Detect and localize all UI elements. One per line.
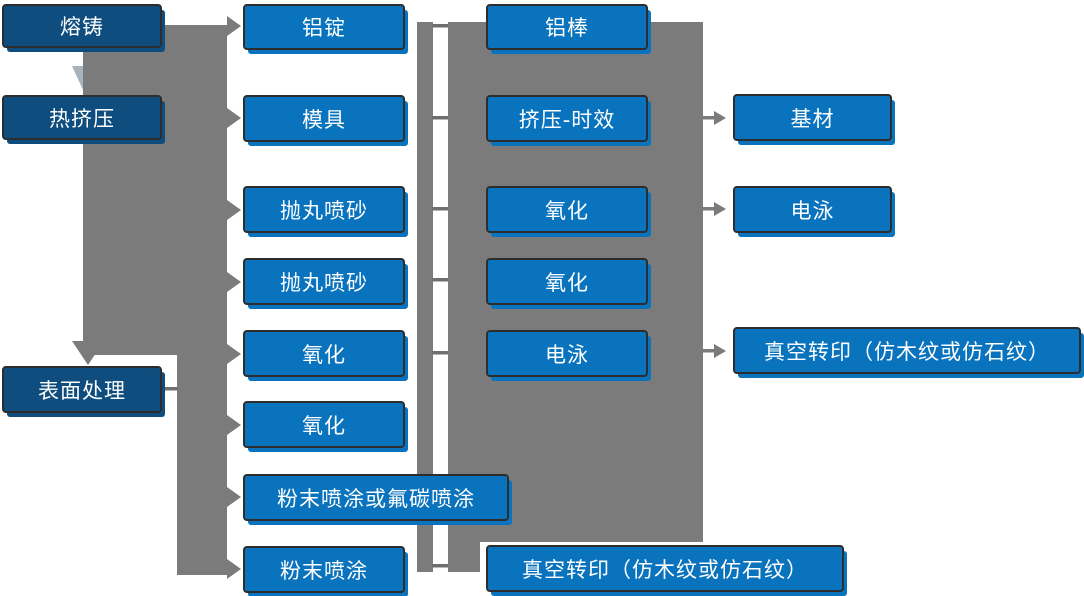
- node-zhenkong-zhuanyin-bottom: 真空转印（仿木纹或仿石纹）: [486, 545, 844, 592]
- down-arrow-icon: [72, 341, 104, 365]
- connector-line: [432, 351, 449, 355]
- node-moju: 模具: [243, 95, 405, 142]
- right-arrow-icon: [227, 344, 241, 364]
- right-arrow-icon: [227, 200, 241, 220]
- connector-line: [703, 349, 714, 353]
- connector-line: [432, 116, 449, 120]
- node-yanghua-3: 氧化: [486, 186, 648, 233]
- connector-line: [703, 207, 714, 211]
- node-dianyong-1: 电泳: [486, 330, 648, 377]
- node-biaomianchuli: 表面处理: [2, 366, 162, 413]
- right-arrow-icon: [227, 108, 241, 128]
- node-dianyong-2: 电泳: [733, 186, 892, 233]
- right-arrow-icon: [714, 111, 726, 125]
- node-fenmo-futan: 粉末喷涂或氟碳喷涂: [243, 474, 509, 521]
- right-arrow-icon: [227, 559, 241, 579]
- connector-line: [432, 24, 449, 28]
- node-lvbang: 铝棒: [486, 4, 648, 50]
- node-jicai: 基材: [733, 94, 892, 141]
- connector-line: [703, 116, 714, 120]
- node-yanghua-4: 氧化: [486, 258, 648, 305]
- node-zhenkong-zhuanyin-right: 真空转印（仿木纹或仿石纹）: [733, 327, 1081, 374]
- node-rejiya: 热挤压: [2, 95, 162, 140]
- node-yanghua-1: 氧化: [243, 330, 405, 377]
- right-arrow-icon: [227, 16, 241, 36]
- connector-line: [432, 207, 449, 211]
- right-arrow-icon: [227, 415, 241, 435]
- center-block-foot: [448, 542, 480, 572]
- node-paowan-2: 抛丸喷砂: [243, 258, 405, 305]
- node-paowan-1: 抛丸喷砂: [243, 186, 405, 233]
- right-arrow-icon: [227, 272, 241, 292]
- node-rongzhu: 熔铸: [2, 4, 162, 48]
- right-arrow-icon: [714, 202, 726, 216]
- connector-line: [160, 387, 178, 391]
- node-lvding: 铝锭: [243, 4, 405, 50]
- left-band: [163, 25, 227, 355]
- right-arrow-icon: [227, 487, 241, 507]
- connector-line: [432, 564, 449, 568]
- right-arrow-icon: [714, 344, 726, 358]
- connector-line: [432, 278, 449, 282]
- node-yanghua-2: 氧化: [243, 401, 405, 448]
- middle-band: [417, 22, 433, 572]
- left-band-lower: [177, 355, 227, 575]
- node-jiya-shixiao: 挤压-时效: [486, 95, 648, 142]
- node-fenmo: 粉末喷涂: [243, 546, 405, 593]
